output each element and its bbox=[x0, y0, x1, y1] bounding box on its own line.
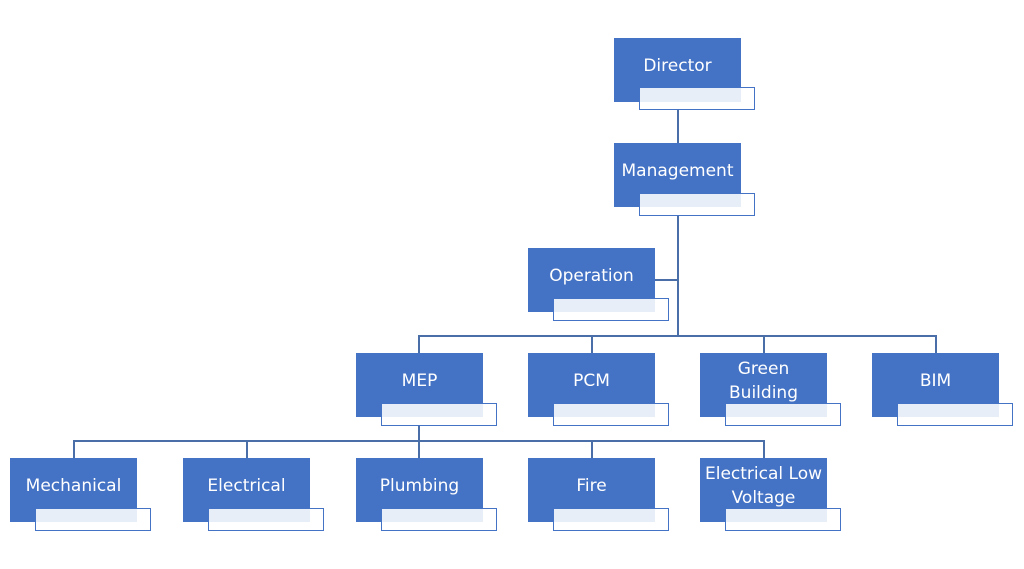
connector-to-pcm bbox=[591, 335, 593, 353]
connector-to-plumbing bbox=[418, 440, 420, 458]
node-fire-subtitle[interactable] bbox=[553, 508, 669, 531]
node-management-subtitle[interactable] bbox=[639, 193, 755, 216]
node-electrical-low-voltage-subtitle[interactable] bbox=[725, 508, 841, 531]
node-electrical-subtitle[interactable] bbox=[208, 508, 324, 531]
node-label: Operation bbox=[549, 266, 634, 286]
node-plumbing-subtitle[interactable] bbox=[381, 508, 497, 531]
connector-mep-trunk bbox=[418, 426, 420, 441]
node-label: Management bbox=[621, 161, 734, 181]
node-mep-subtitle[interactable] bbox=[381, 403, 497, 426]
connector-to-fire bbox=[591, 440, 593, 458]
node-label: Director bbox=[643, 56, 712, 76]
node-green-building-subtitle[interactable] bbox=[725, 403, 841, 426]
node-operation-subtitle[interactable] bbox=[553, 298, 669, 321]
node-label: Fire bbox=[576, 476, 607, 496]
node-label: PCM bbox=[573, 371, 610, 391]
node-bim-subtitle[interactable] bbox=[897, 403, 1013, 426]
connector-to-electrical bbox=[246, 440, 248, 458]
connector-level2-bus bbox=[418, 335, 937, 337]
connector-management-trunk bbox=[677, 216, 679, 337]
connector-to-green-building bbox=[763, 335, 765, 353]
node-label: Plumbing bbox=[379, 476, 460, 496]
connector-operation bbox=[655, 279, 678, 281]
node-mechanical-subtitle[interactable] bbox=[35, 508, 151, 531]
connector-to-mep bbox=[418, 335, 420, 353]
node-label: Mechanical bbox=[25, 476, 122, 496]
connector-to-bim bbox=[935, 335, 937, 353]
node-label: BIM bbox=[919, 371, 952, 391]
node-label: Green Building bbox=[729, 359, 798, 403]
node-director-subtitle[interactable] bbox=[639, 87, 755, 110]
connector-to-mechanical bbox=[73, 440, 75, 458]
node-pcm-subtitle[interactable] bbox=[553, 403, 669, 426]
node-label: MEP bbox=[401, 371, 438, 391]
connector-director-management bbox=[677, 110, 679, 143]
node-label: Electrical bbox=[207, 476, 286, 496]
node-label: Electrical Low Voltage bbox=[704, 464, 823, 508]
connector-to-electrical-low-voltage bbox=[763, 440, 765, 458]
